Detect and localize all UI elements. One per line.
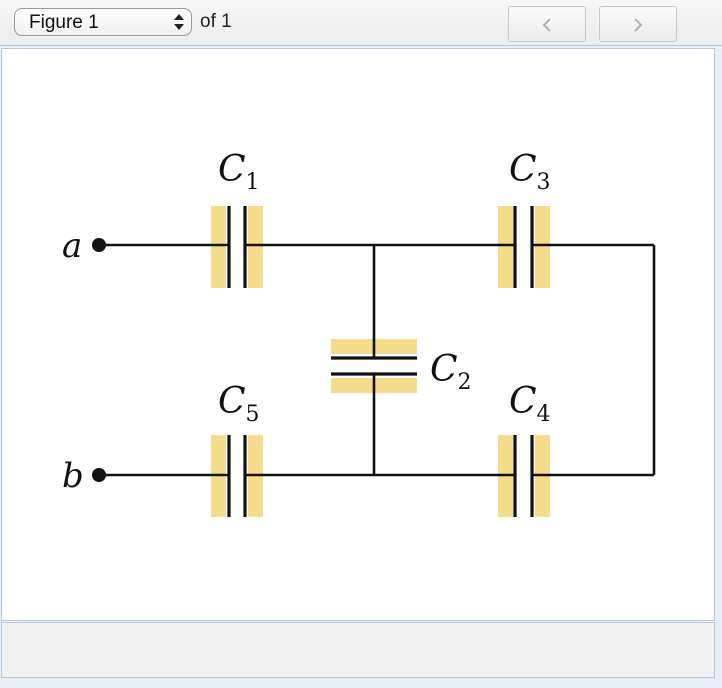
c1-subscript: 1 [246,170,260,195]
terminal-b-dot [92,468,106,482]
capacitor-c5-label: C5 [218,381,260,427]
capacitor-c3-label: C3 [509,149,551,195]
chevron-right-icon [634,18,643,32]
figure-panel: a b C1 C3 C2 C5 C4 [1,48,715,621]
c5-letter: C [218,381,246,422]
capacitor-c4-label: C4 [509,381,551,427]
previous-figure-button[interactable] [508,6,586,42]
c2-letter: C [430,349,458,390]
figure-footer-bar [1,622,715,678]
terminal-a-dot [92,238,106,252]
c3-highlight [535,206,550,288]
next-figure-button[interactable] [599,6,677,42]
c1-highlight [211,206,226,288]
c3-subscript: 3 [537,170,551,195]
up-down-arrows-icon [174,14,184,30]
figure-toolbar: Figure 1 of 1 [0,0,722,46]
c5-subscript: 5 [246,402,260,427]
c4-subscript: 4 [537,402,551,427]
c2-subscript: 2 [458,370,472,395]
circuit-wires [99,243,656,477]
c1-highlight [248,206,263,288]
figure-count-label: of 1 [200,11,232,32]
c3-letter: C [509,149,537,190]
c3-highlight [498,206,513,288]
capacitor-highlights [211,206,550,517]
capacitor-c1-label: C1 [218,149,260,195]
c1-letter: C [218,149,246,190]
capacitor-c2-label: C2 [430,349,472,395]
terminal-a-label: a [62,226,82,266]
capacitor-circuit-diagram: a b C1 C3 C2 C5 C4 [62,149,656,517]
chevron-left-icon [542,18,551,32]
capacitor-plates [227,206,534,517]
c4-letter: C [509,381,537,422]
figure-select[interactable]: Figure 1 [14,8,192,36]
figure-select-value: Figure 1 [29,12,99,33]
terminal-b-label: b [62,456,84,496]
